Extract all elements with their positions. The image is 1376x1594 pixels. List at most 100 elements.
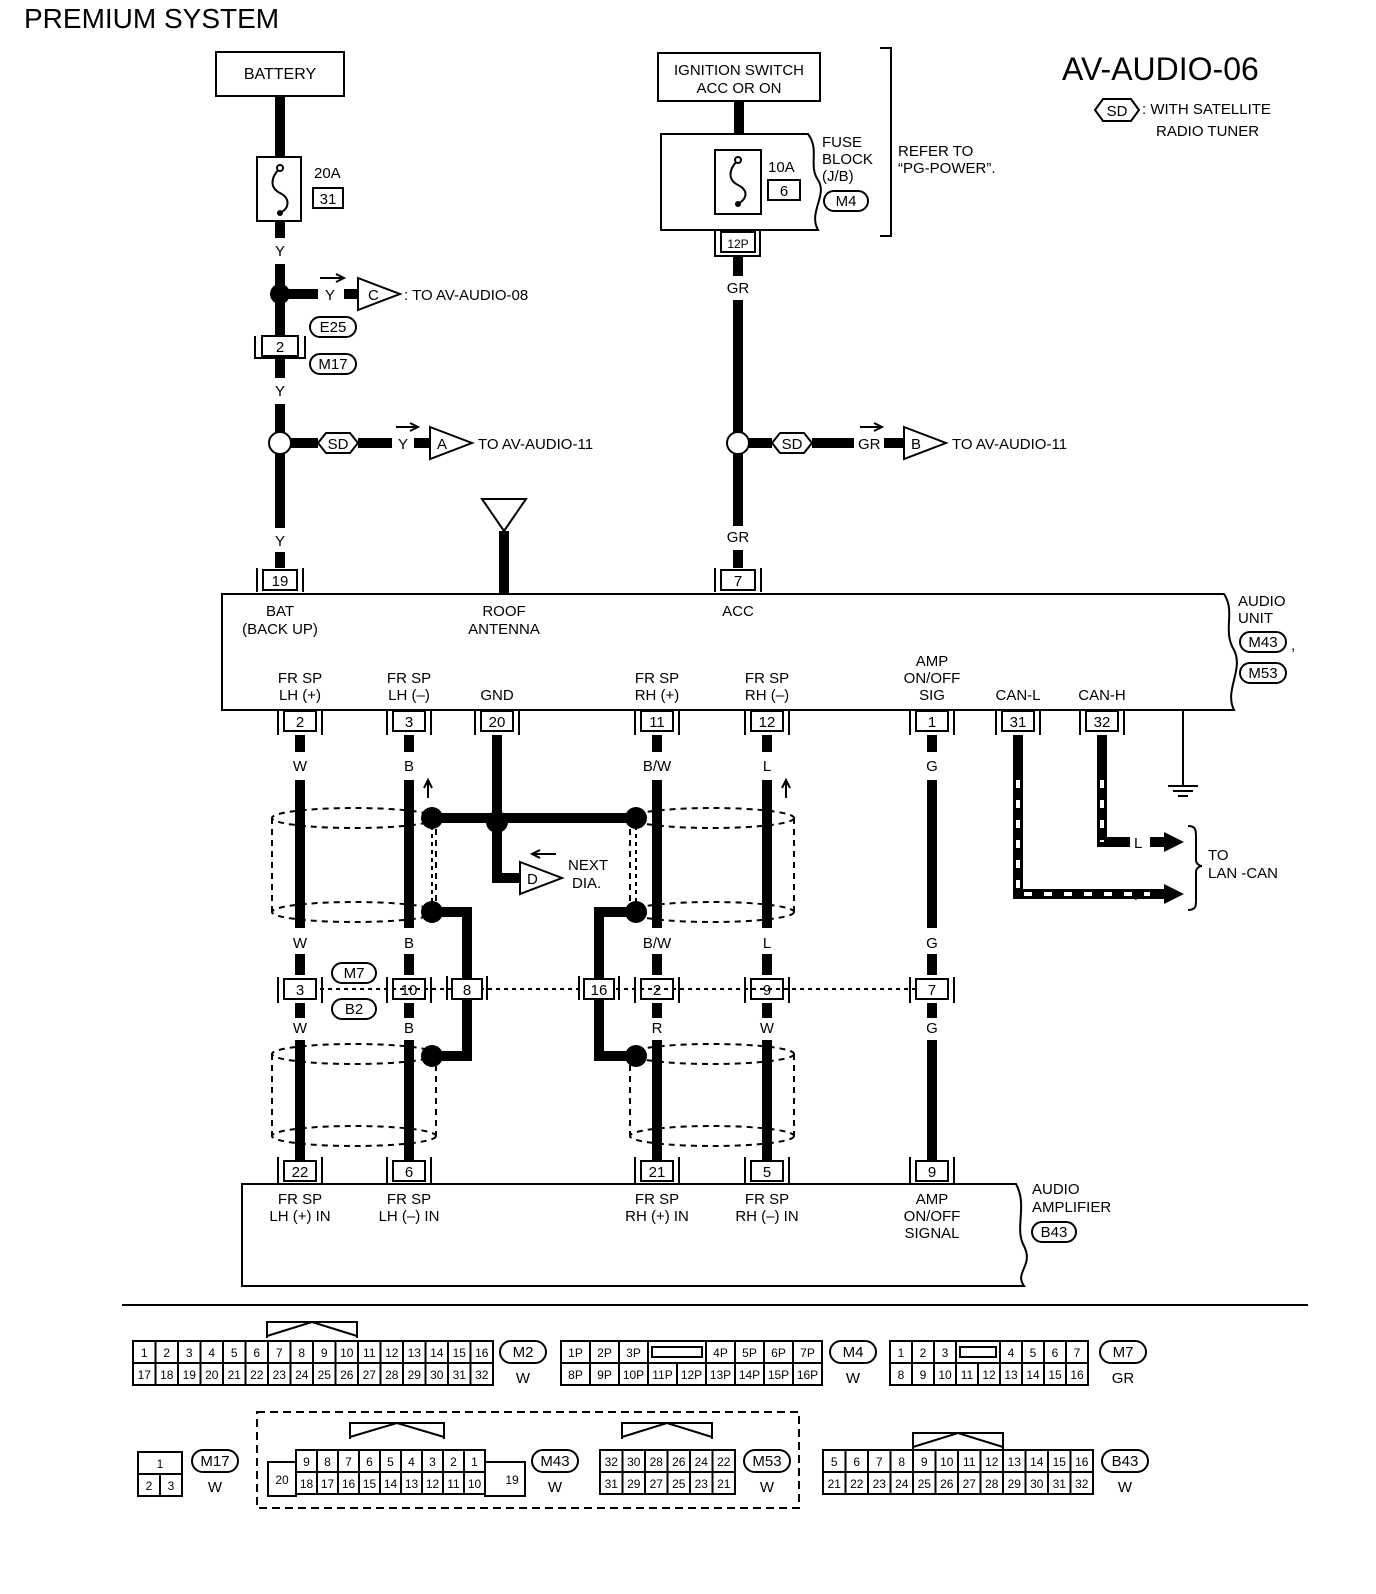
pin-number: 1 xyxy=(928,714,936,731)
cavity-number: 22 xyxy=(717,1455,731,1469)
pin-number: 12 xyxy=(759,714,776,731)
pin-number: 32 xyxy=(1094,714,1111,731)
pin-label: GND xyxy=(480,687,514,704)
pin-number: 12P xyxy=(727,237,748,251)
cavity-number: 5 xyxy=(387,1455,394,1469)
pin-box xyxy=(640,710,674,732)
junction-pin-8: 8 xyxy=(446,976,488,1000)
pin-label: LH (–) xyxy=(388,687,430,704)
pin-label: RH (–) IN xyxy=(735,1208,798,1225)
pin-box xyxy=(750,710,784,732)
cavity-number: 8 xyxy=(298,1346,305,1360)
pin-label-2: ANTENNA xyxy=(468,621,540,638)
cavity-number: 13 xyxy=(405,1477,419,1491)
cavity-number: 13 xyxy=(408,1346,422,1360)
wire-color: G xyxy=(926,1020,938,1037)
wire-color: Y xyxy=(275,243,285,260)
connector-hood xyxy=(621,1421,713,1439)
fuse-block-label-2: BLOCK xyxy=(822,151,873,168)
cavity-number: 24 xyxy=(895,1477,909,1491)
fuse-icon xyxy=(729,156,747,207)
pin-label: CAN-H xyxy=(1078,687,1126,704)
cavity-number: 7 xyxy=(345,1455,352,1469)
wire-color: P xyxy=(1134,887,1144,904)
connector-tag xyxy=(191,1449,239,1473)
fuse-number: 31 xyxy=(320,191,337,208)
cavity-number: 8 xyxy=(324,1455,331,1469)
wire-color: W xyxy=(760,1020,775,1037)
connector-hood xyxy=(349,1421,445,1439)
connector-tag xyxy=(1099,1340,1147,1364)
cavity-number: 10 xyxy=(940,1455,954,1469)
connector-color: W xyxy=(516,1370,531,1387)
cavity-number: 31 xyxy=(605,1477,619,1491)
pin-number: 11 xyxy=(649,714,665,731)
pin-box xyxy=(283,978,317,1000)
cavity-number: 6 xyxy=(366,1455,373,1469)
connector-tag xyxy=(499,1340,547,1364)
pin-number: 10 xyxy=(401,982,418,999)
cavity-number: 30 xyxy=(1030,1477,1044,1491)
cavity-number: 7P xyxy=(800,1346,815,1360)
pin-box xyxy=(392,710,426,732)
cavity xyxy=(792,1362,823,1386)
pin-box xyxy=(392,1160,426,1182)
cavity-number: 4 xyxy=(408,1455,415,1469)
cavity-number: 28 xyxy=(385,1368,399,1382)
pin-box xyxy=(915,710,949,732)
cavity-number: 1 xyxy=(157,1457,164,1471)
arrow-icon xyxy=(1164,884,1184,904)
legend: SD : WITH SATELLITE RADIO TUNER xyxy=(1093,98,1271,140)
wire-color: L xyxy=(1134,835,1142,852)
audio-unit-box xyxy=(221,593,1238,711)
audio-unit-label-2: UNIT xyxy=(1238,610,1273,627)
wire-color: W xyxy=(293,1020,308,1037)
wire-color: GR xyxy=(727,280,750,297)
cavity-number: 8P xyxy=(568,1368,583,1382)
connector-m43: M43 xyxy=(1248,634,1277,651)
connector-name: M7 xyxy=(1113,1344,1134,1361)
cavity-number: 12P xyxy=(681,1368,702,1382)
cavity-number: 6 xyxy=(253,1346,260,1360)
connector-name: M43 xyxy=(540,1453,569,1470)
wire-color: G xyxy=(926,758,938,775)
connector-name: M53 xyxy=(752,1453,781,1470)
cavity-number: 11 xyxy=(961,1368,974,1382)
pin-box xyxy=(915,1160,949,1182)
cavity-number: 15 xyxy=(453,1346,467,1360)
wire-color: R xyxy=(652,1020,663,1037)
lan-label: TO xyxy=(1208,847,1229,864)
pin-box xyxy=(283,1160,317,1182)
key xyxy=(651,1346,703,1358)
cavity-number: 6 xyxy=(853,1455,860,1469)
pin-label: FR SP xyxy=(278,1191,322,1208)
cavity-number: 10 xyxy=(938,1368,952,1382)
wire-color: Y xyxy=(275,383,285,400)
cavity-number: 26 xyxy=(672,1455,686,1469)
cavity-number: 26 xyxy=(940,1477,954,1491)
cavity-number: 12 xyxy=(385,1346,399,1360)
refer-text-2: “PG-POWER”. xyxy=(898,160,996,177)
pin-number: 16 xyxy=(591,982,608,999)
cavity-number: 6P xyxy=(771,1346,786,1360)
wire-color: L xyxy=(763,935,771,952)
cavity-number: 7 xyxy=(876,1455,883,1469)
junction-pin-16: 16 xyxy=(578,976,620,1000)
sd-tag: SD xyxy=(782,436,803,453)
fuse-icon xyxy=(271,164,289,216)
cavity-number: 12 xyxy=(982,1368,996,1382)
sd-tag: SD xyxy=(328,436,349,453)
cavity-number: 16P xyxy=(797,1368,818,1382)
cavity-number: 23 xyxy=(273,1368,287,1382)
ignition-label-2: ACC OR ON xyxy=(696,80,781,97)
cavity-number: 7 xyxy=(276,1346,283,1360)
cavity-number: 21 xyxy=(717,1477,731,1491)
cavity-number: 19 xyxy=(183,1368,197,1382)
connector-m7: M7 xyxy=(344,965,365,982)
pin-number: 21 xyxy=(649,1164,666,1181)
